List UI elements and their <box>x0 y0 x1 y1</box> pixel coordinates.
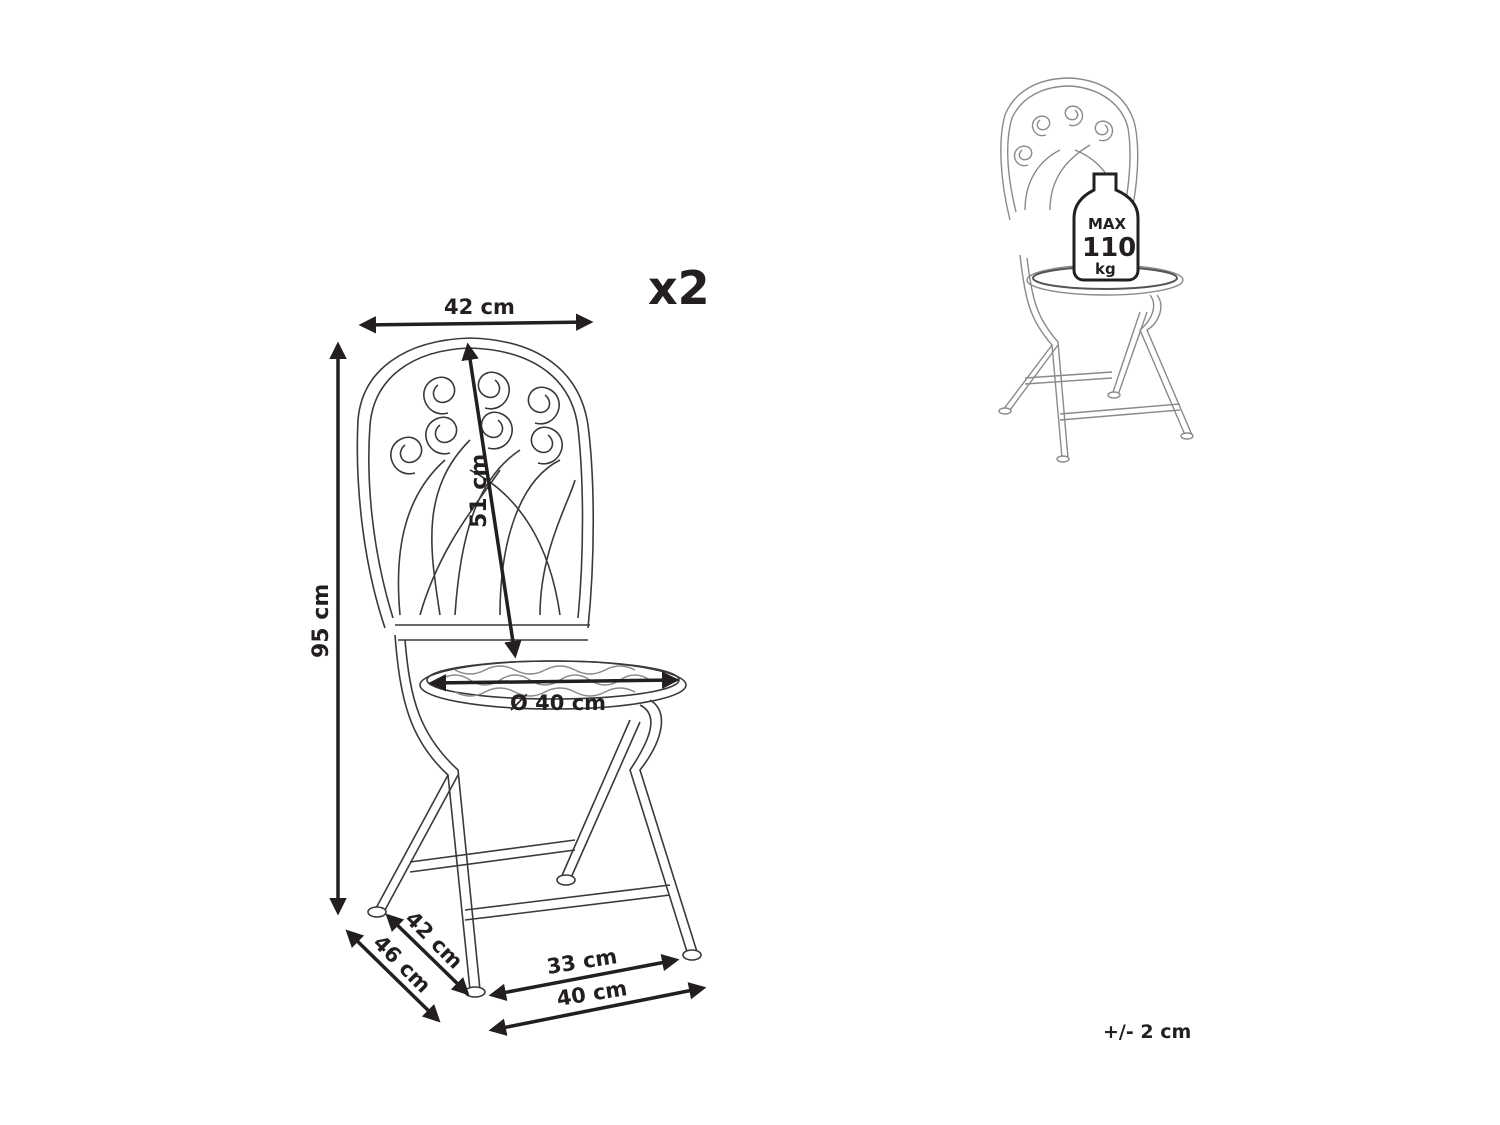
main-chair-drawing <box>356 337 702 998</box>
weight-icon <box>1072 172 1140 282</box>
dimension-arrows <box>329 313 707 1036</box>
back-width-label: 42 cm <box>444 295 515 319</box>
height-label: 95 cm <box>309 584 334 658</box>
depth-outer-arrow <box>345 929 441 1023</box>
back-width-arrow <box>358 313 594 334</box>
seat-diameter-label: Ø 40 cm <box>510 691 606 715</box>
backrest-height-label: 51 cm <box>467 454 492 528</box>
backrest-height-arrow <box>461 342 522 659</box>
front-width-outer-arrow <box>488 982 707 1036</box>
weight-max-label: MAX <box>1088 215 1127 233</box>
weight-value-label: 110 <box>1082 233 1136 263</box>
small-chair-drawing <box>998 77 1194 463</box>
weight-unit-label: kg <box>1095 260 1116 278</box>
weight-badge: MAX 110 kg <box>1072 172 1140 282</box>
quantity-label: x2 <box>648 261 710 315</box>
tolerance-label: +/- 2 cm <box>1103 1021 1191 1043</box>
seat-diameter-arrow <box>428 671 680 692</box>
dimension-labels: x2 42 cm 95 cm 51 cm Ø 40 cm 42 cm 46 cm… <box>309 261 1191 1043</box>
